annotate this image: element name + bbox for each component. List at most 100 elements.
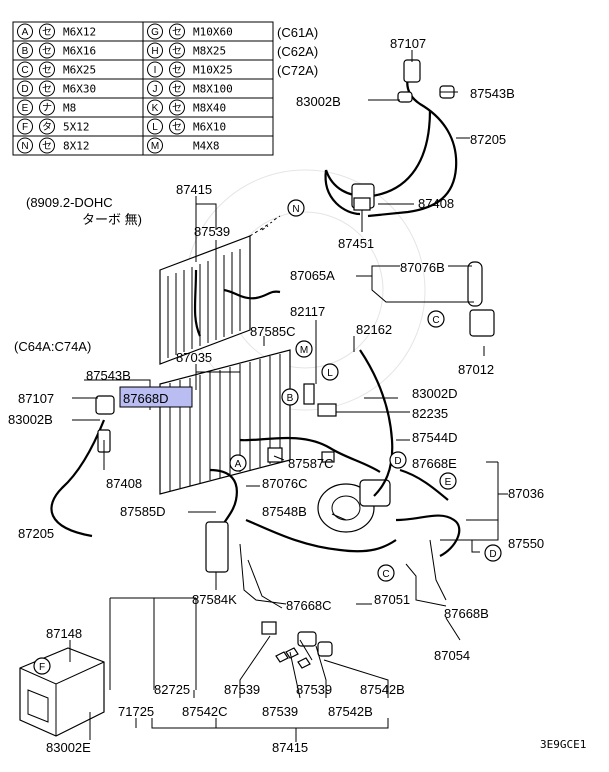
- fastener-type: セ: [172, 26, 182, 38]
- part-label: 87539: [194, 224, 230, 239]
- part-label: 87148: [46, 626, 82, 641]
- fastener-type-circle: [169, 23, 185, 40]
- fastener-type-circle: [169, 118, 185, 135]
- part-label: 87107: [18, 391, 54, 406]
- fastener-type-circle: [39, 99, 55, 116]
- callout-letter: B: [287, 393, 294, 404]
- model-note-line: (8909.2-DOHC: [26, 195, 113, 210]
- fastener-type-circle: [169, 42, 185, 59]
- condenser-upper: [159, 215, 281, 365]
- fastener-letter-circle: [17, 80, 33, 97]
- fastener-letter: I: [154, 65, 157, 76]
- model-note-top: (C61A) (C62A) (C72A): [277, 25, 318, 78]
- fastener-spec: M8X100: [193, 83, 233, 96]
- part-label: 87451: [338, 236, 374, 251]
- callout-circle: [321, 363, 339, 381]
- fastener-type-circle: [169, 80, 185, 97]
- part-label: 82235: [412, 406, 448, 421]
- fastener-type: セ: [172, 121, 182, 133]
- model-note-line: (C72A): [277, 63, 318, 78]
- fastener-type-circle: [169, 61, 185, 78]
- fastener-spec: M8X40: [193, 102, 226, 115]
- part-label: 87415: [176, 182, 212, 197]
- fastener-letter-circle: [147, 61, 163, 78]
- part-label: 87584K: [192, 592, 237, 607]
- fastener-letter: L: [152, 122, 158, 133]
- fastener-letter-circle: [17, 118, 33, 135]
- callout-letter: M: [300, 345, 308, 356]
- fastener-type: ナ: [42, 102, 52, 114]
- fastener-letter: J: [153, 84, 158, 95]
- part-label: 83002D: [412, 386, 458, 401]
- part-label: 87051: [374, 592, 410, 607]
- part-label: 87036: [508, 486, 544, 501]
- fastener-type: セ: [42, 26, 52, 38]
- callout-letter: A: [235, 459, 242, 470]
- callout-circle: [484, 544, 502, 562]
- part-label: 83002B: [296, 94, 341, 109]
- model-note-line: ターボ 無): [82, 212, 142, 227]
- part-labels: 8710783002B87543B87205874088745187415875…: [8, 36, 544, 755]
- bracket-parts: [261, 621, 333, 669]
- fastener-type-circle: [39, 137, 55, 154]
- fastener-spec: M6X10: [193, 121, 226, 134]
- fastener-letter: B: [22, 46, 29, 57]
- part-label: 87054: [434, 648, 470, 663]
- part-label: 87408: [106, 476, 142, 491]
- part-label: 87587C: [288, 456, 334, 471]
- model-note-line: (C61A): [277, 25, 318, 40]
- fastener-spec: M8X25: [193, 45, 226, 58]
- fastener-letter-circle: [147, 118, 163, 135]
- compressor: [317, 479, 391, 533]
- part-label: 87076C: [262, 476, 308, 491]
- fastener-spec: M8: [63, 102, 76, 115]
- callout-letter: C: [382, 569, 389, 580]
- fastener-type: セ: [42, 140, 52, 152]
- fastener-type-circle: [39, 23, 55, 40]
- part-label: 87668D: [123, 391, 169, 406]
- part-label: 87012: [458, 362, 494, 377]
- callout-letter: F: [39, 662, 45, 673]
- fastener-letter-circle: [147, 80, 163, 97]
- condenser-main: [159, 349, 291, 495]
- part-label: 87668C: [286, 598, 332, 613]
- callout-circle: [389, 451, 407, 469]
- part-label: 87542B: [328, 704, 373, 719]
- fastener-letter-circle: [147, 137, 163, 154]
- fastener-letter-circle: [17, 61, 33, 78]
- part-label: 87542B: [360, 682, 405, 697]
- fastener-type: セ: [42, 64, 52, 76]
- fastener-letter: C: [21, 65, 28, 76]
- callout-circle: [295, 340, 313, 358]
- fastener-letter-circle: [147, 42, 163, 59]
- fastener-letter: E: [22, 103, 29, 114]
- model-note-left: (C64A:C74A): [14, 339, 91, 354]
- callout-letter: L: [327, 368, 333, 379]
- model-note-line: (C62A): [277, 44, 318, 59]
- fastener-spec: 5X12: [63, 121, 90, 134]
- part-label: 87076B: [400, 260, 445, 275]
- part-label: 87543B: [86, 368, 131, 383]
- callout-letter: D: [394, 456, 401, 467]
- part-label: 83002B: [8, 412, 53, 427]
- fastener-letter-circle: [17, 42, 33, 59]
- fastener-letter: D: [21, 84, 28, 95]
- callout-circle: [427, 310, 445, 328]
- fastener-letter-circle: [147, 99, 163, 116]
- fastener-type: タ: [42, 121, 52, 133]
- fastener-spec: M6X12: [63, 26, 96, 39]
- callout-circle: [377, 564, 395, 582]
- fastener-type-circle: [39, 61, 55, 78]
- fastener-type: セ: [172, 45, 182, 57]
- fastener-type-circle: [39, 118, 55, 135]
- fastener-letter-circle: [147, 23, 163, 40]
- part-label: 87668E: [412, 456, 457, 471]
- part-label: 87544D: [412, 430, 458, 445]
- fastener-letter: M: [151, 141, 159, 152]
- fastener-type: セ: [172, 83, 182, 95]
- part-label: 87539: [296, 682, 332, 697]
- fastener-type-circle: [39, 42, 55, 59]
- fastener-spec: 8X12: [63, 140, 90, 153]
